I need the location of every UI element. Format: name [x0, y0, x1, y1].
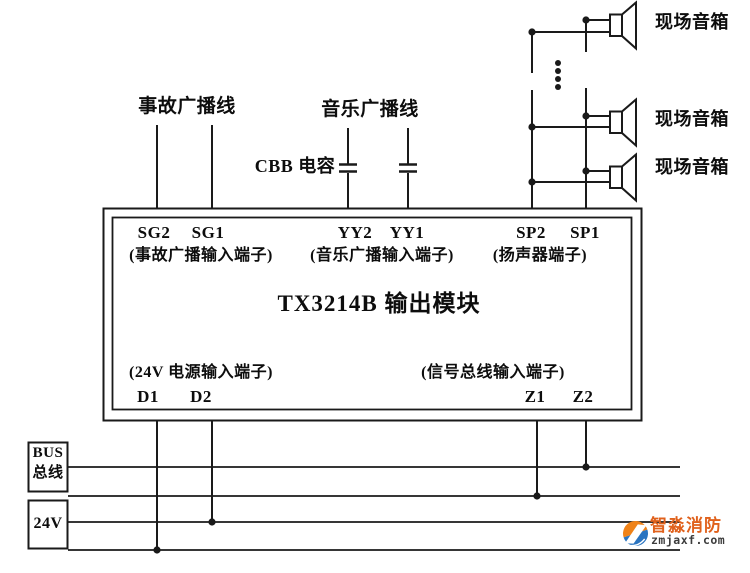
terminal-group-z: (信号总线输入端子)	[421, 364, 565, 381]
terminal-sp1: SP1	[570, 223, 600, 242]
terminal-sp2: SP2	[516, 223, 546, 242]
brand-name: 智淼消防	[650, 516, 722, 535]
terminal-yy1: YY1	[389, 223, 425, 242]
power-box	[27, 499, 69, 550]
accident-broadcast-line-label: 事故广播线	[138, 96, 236, 117]
terminal-d1: D1	[137, 387, 159, 406]
terminal-yy2: YY2	[337, 223, 373, 242]
terminal-group-d: (24V 电源输入端子)	[129, 364, 273, 381]
speaker-bus-wires	[531, 19, 610, 209]
brand-domain: zmjaxf.com	[651, 533, 726, 547]
capacitor-icon	[339, 163, 417, 173]
bus-box	[27, 441, 69, 493]
terminal-z2: Z2	[572, 387, 594, 406]
speaker-icon	[609, 97, 637, 148]
junction-dots	[153, 16, 590, 554]
terminal-group-sg: (事故广播输入端子)	[129, 247, 273, 264]
terminal-d2: D2	[190, 387, 212, 406]
music-broadcast-line-label: 音乐广播线	[321, 99, 419, 120]
accident-broadcast-wires	[156, 125, 213, 208]
more-speakers-ellipsis	[555, 60, 561, 90]
bus-power-lines	[68, 466, 680, 551]
speaker-label: 现场音箱	[655, 12, 729, 32]
terminal-sg1: SG1	[191, 223, 225, 242]
speaker-icon	[609, 0, 637, 51]
speaker-label: 现场音箱	[655, 157, 729, 177]
bus-box-label-line1: BUS	[32, 445, 64, 461]
bottom-terminal-wires	[156, 420, 587, 550]
terminal-group-yy: (音乐广播输入端子)	[310, 247, 454, 264]
terminal-sg2: SG2	[137, 223, 171, 242]
terminal-group-sp: (扬声器端子)	[492, 247, 588, 264]
module-title: TX3214B 输出模块	[277, 291, 481, 316]
speaker-icon	[609, 152, 637, 203]
brand-logo-icon	[623, 521, 648, 547]
bus-box-label-line2: 总线	[32, 465, 64, 481]
music-broadcast-wires	[347, 128, 409, 208]
module-box	[102, 207, 643, 422]
speaker-label: 现场音箱	[655, 109, 729, 129]
power-box-label: 24V	[33, 515, 63, 532]
terminal-z1: Z1	[524, 387, 546, 406]
cbb-capacitor-label: CBB 电容	[254, 156, 336, 176]
